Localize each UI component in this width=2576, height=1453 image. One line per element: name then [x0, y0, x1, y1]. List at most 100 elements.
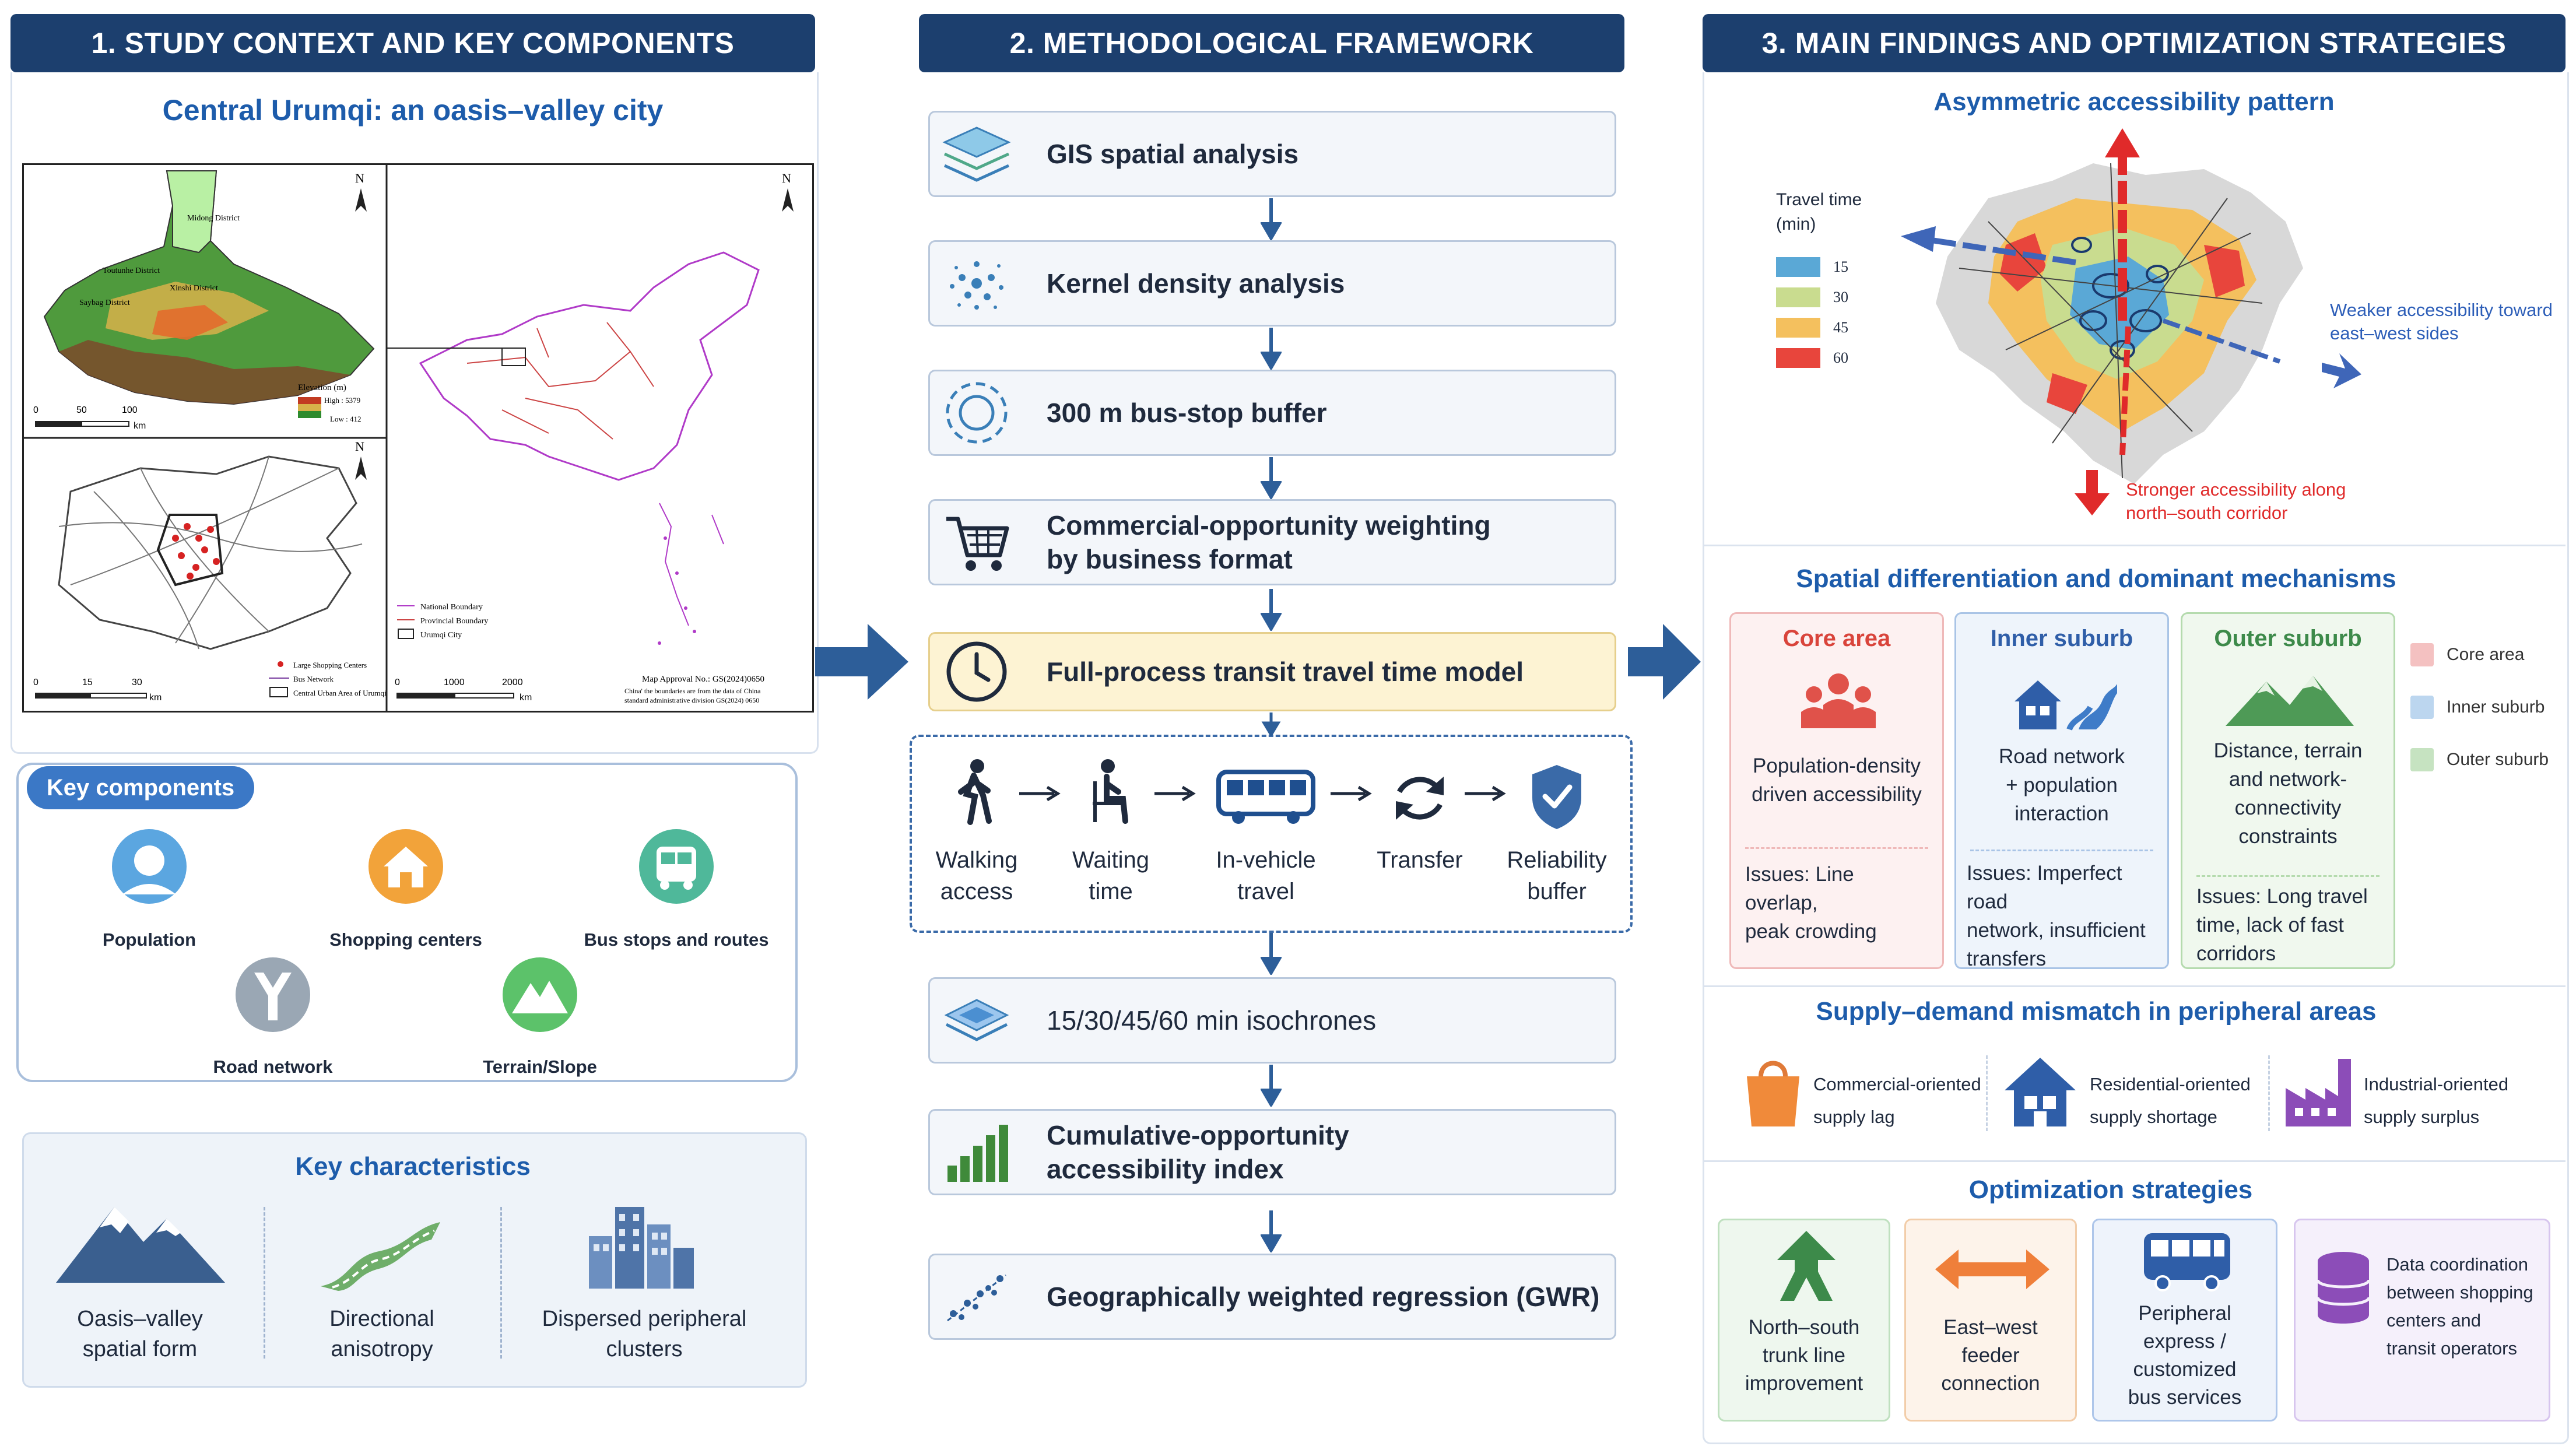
mismatch-residential: Residential-oriented supply shortage	[2090, 1068, 2251, 1133]
chain-in-vehicle-line1: In-vehicle	[1216, 847, 1316, 873]
chain-transfer-line1: Transfer	[1377, 847, 1463, 873]
mismatch-residential-line1: Residential-oriented	[2090, 1074, 2251, 1094]
step-travel-time-label: Full-process transit travel time model	[1047, 657, 1524, 687]
isochrone-icon	[944, 999, 1009, 1041]
legend-shopping: Large Shopping Centers	[293, 661, 367, 669]
waiting-icon	[1093, 759, 1128, 824]
pattern-title: Asymmetric accessibility pattern	[1933, 87, 2335, 116]
step-weighting-line1: Commercial-opportunity weighting	[1047, 510, 1491, 541]
label-toutunhe: Toutunhe District	[103, 266, 160, 275]
mechanism-core-body2: driven accessibility	[1752, 783, 1922, 806]
divider-1	[264, 1207, 265, 1359]
mechanism-outer-issue1: Issues: Long travel	[2196, 885, 2368, 908]
merge-arrow-icon	[1777, 1231, 1836, 1301]
elev-swatch-high	[298, 397, 321, 404]
travel-time-legend: 15 30 45 60	[1776, 252, 1848, 373]
legend-swatch-45	[1776, 318, 1820, 338]
elevation-title: Elevation (m)	[298, 383, 346, 392]
char-oasis-line2: spatial form	[82, 1337, 198, 1361]
north-label-3: N	[782, 171, 791, 185]
legend-label-45: 45	[1833, 319, 1848, 336]
step-kernel: Kernel density analysis	[928, 240, 1616, 327]
header-framework: 2. METHODOLOGICAL FRAMEWORK	[919, 14, 1624, 72]
chain-in-vehicle-line2: travel	[1237, 879, 1294, 904]
chain-waiting: Waiting time	[1050, 844, 1172, 907]
strategy-pe-line2: express /	[2143, 1330, 2226, 1353]
arrow-context-to-framework	[815, 624, 908, 700]
zone-swatch-inner	[2410, 696, 2434, 719]
north-south-note: Stronger accessibility along north–south…	[2126, 478, 2346, 525]
chain-arrow-4	[1465, 785, 1506, 802]
down-arrow-5	[1261, 713, 1281, 736]
strategy-north-south: North–south trunk line improvement	[1718, 1219, 1890, 1422]
accessibility-map	[1901, 128, 2303, 484]
strategy-data-coordination: Data coordination between shopping cente…	[2294, 1219, 2550, 1422]
down-arrow-7	[1261, 1065, 1282, 1107]
scale2-km: km	[149, 693, 162, 703]
context-subtitle: Central Urumqi: an oasis–valley city	[162, 94, 664, 127]
shopping-center-icon	[368, 829, 443, 904]
scale3-1000: 1000	[444, 678, 465, 687]
mechanism-outer-issue2: time, lack of fast	[2196, 914, 2344, 936]
north-arrow-1	[355, 188, 367, 212]
clock-icon	[946, 641, 1007, 702]
north-arrow-2	[355, 457, 367, 480]
mismatch-industrial-line1: Industrial-oriented	[2364, 1074, 2509, 1094]
bus-icon	[639, 829, 714, 904]
char-oasis-line1: Oasis–valley	[77, 1307, 203, 1331]
in-vehicle-bus-icon	[1216, 770, 1315, 824]
east-west-note: Weaker accessibility toward east–west si…	[2330, 299, 2553, 345]
walking-icon	[958, 759, 992, 825]
chain-waiting-line1: Waiting	[1072, 847, 1149, 873]
strategies-title: Optimization strategies	[1968, 1175, 2253, 1204]
west-blue-arrow	[1901, 226, 1936, 252]
key-characteristics-title: Key characteristics	[295, 1152, 531, 1181]
mismatch-title: Supply–demand mismatch in peripheral are…	[1816, 997, 2377, 1026]
approval-note1: China' the boundaries are from the data …	[624, 687, 761, 695]
char-dispersed-line1: Dispersed peripheral	[542, 1307, 747, 1331]
chain-transfer: Transfer	[1359, 844, 1481, 876]
shield-icon	[1532, 765, 1581, 829]
char-dispersed: Dispersed peripheral clusters	[513, 1304, 775, 1364]
chain-arrow-2	[1154, 785, 1196, 802]
strategy-ew-line3: connection	[1941, 1372, 2040, 1395]
legend-label-30: 30	[1833, 289, 1848, 306]
label-midong: Midong District	[187, 214, 240, 223]
mechanism-outer-title: Outer suburb	[2214, 626, 2362, 651]
strategy-peripheral-express: Peripheral express / customized bus serv…	[2092, 1219, 2277, 1422]
step-isochrones-label: 15/30/45/60 min isochrones	[1047, 1005, 1377, 1036]
scale3-0: 0	[395, 678, 400, 687]
mechanism-core: Core area Population-density driven acce…	[1729, 612, 1944, 969]
char-directional-line2: anisotropy	[331, 1337, 433, 1361]
mismatch-industrial: Industrial-oriented supply surplus	[2364, 1068, 2508, 1133]
down-arrow-3	[1261, 457, 1282, 499]
mechanism-core-issue1: Issues: Line overlap,	[1745, 863, 1854, 914]
scale2-0: 0	[33, 678, 38, 687]
travel-time-title-line2: (min)	[1776, 215, 1816, 234]
mismatch-industrial-line2: supply surplus	[2364, 1107, 2480, 1127]
north-label-2: N	[355, 439, 364, 454]
scale2-15: 15	[82, 678, 93, 687]
strategy-dc-line2: between shopping	[2387, 1282, 2533, 1303]
mechanism-inner: Inner suburb Road network + population i…	[1954, 612, 2169, 970]
scale1-0: 0	[33, 405, 38, 415]
shopping-bag-icon	[1747, 1061, 1799, 1126]
chain-reliability: Reliability buffer	[1493, 844, 1621, 907]
population-icon	[112, 829, 187, 904]
legend-label-15: 15	[1833, 258, 1848, 275]
buffer-icon	[946, 382, 1008, 444]
step-buffer: 300 m bus-stop buffer	[928, 370, 1616, 456]
step-gwr-label: Geographically weighted regression (GWR)	[1047, 1282, 1600, 1312]
north-arrow-3	[782, 188, 794, 212]
legend-area: Central Urban Area of Urumqi	[293, 689, 387, 697]
mechanism-inner-issue2: network, insufficient	[1967, 919, 2146, 942]
legend-swatch-60	[1776, 348, 1820, 368]
mismatch-commercial-line1: Commercial-oriented	[1813, 1074, 1981, 1094]
component-terrain: Terrain/Slope	[483, 1057, 597, 1077]
scale1-50: 50	[76, 405, 87, 415]
strategy-pe-line3: customized	[2133, 1358, 2237, 1381]
char-directional: Directional anisotropy	[274, 1304, 490, 1364]
mechanisms-title: Spatial differentiation and dominant mec…	[1796, 564, 2396, 593]
east-west-note-line2: east–west sides	[2330, 323, 2459, 343]
express-bus-icon	[2144, 1233, 2230, 1291]
